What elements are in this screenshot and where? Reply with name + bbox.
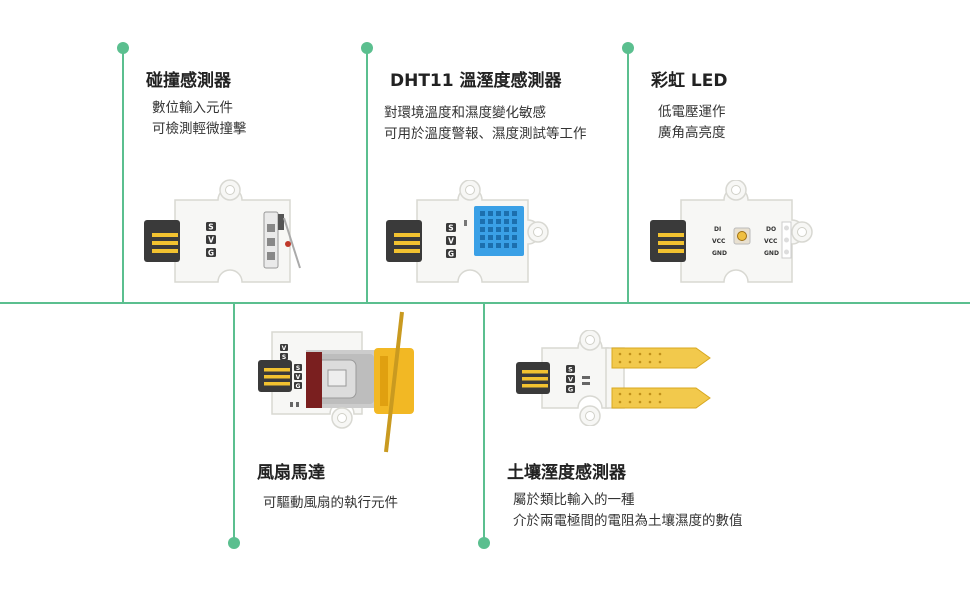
led-pin-di-label: DI [714, 226, 721, 233]
collision-sensor-description: 數位輸入元件 可檢測輕微撞擊 [152, 98, 247, 140]
collision-sensor-title: 碰撞感測器 [146, 71, 231, 91]
dht11-sensor-title: DHT11 溫溼度感測器 [390, 71, 562, 91]
led-pin-gnd-out-label: GND [764, 250, 779, 257]
led-module-description: 低電壓運作 廣角高亮度 [658, 102, 726, 144]
fan-desc-line-1: 可驅動風扇的執行元件 [263, 495, 398, 511]
soil-moisture-description: 屬於類比輸入的一種 介於兩電極間的電阻為土壤濕度的數值 [513, 490, 743, 532]
soil-desc-line-2: 介於兩電極間的電阻為土壤濕度的數值 [513, 513, 743, 529]
soil-moisture-module: S V G [516, 330, 711, 426]
led-module-title: 彩虹 LED [651, 71, 728, 91]
timeline-horizontal-line [0, 302, 970, 304]
timeline-dot-collision [117, 42, 129, 54]
timeline-dot-fan [228, 537, 240, 549]
connector-line-soil [483, 304, 485, 544]
dht11-desc-line-2: 可用於溫度警報、濕度測試等工作 [384, 126, 587, 142]
collision-desc-line-1: 數位輸入元件 [152, 100, 233, 116]
fan-pin-g-label: G [296, 383, 301, 390]
dht11-sensor-description: 對環境溫度和濕度變化敏感 可用於溫度警報、濕度測試等工作 [384, 103, 587, 145]
timeline-dot-led [622, 42, 634, 54]
led-pin-vcc-label: VCC [712, 238, 726, 245]
collision-pin-s-label: S [208, 223, 213, 232]
fan-motor-description: 可驅動風扇的執行元件 [263, 493, 398, 514]
led-pin-do-label: DO [766, 226, 776, 233]
timeline-dot-dht11 [361, 42, 373, 54]
collision-pin-v-label: V [208, 236, 214, 245]
soil-pin-g-label: G [568, 386, 573, 394]
connector-line-led [627, 48, 629, 302]
led-pin-vcc-out-label: VCC [764, 238, 778, 245]
dht11-pin-g-label: G [448, 250, 454, 259]
soil-moisture-title: 土壤溼度感測器 [507, 463, 626, 483]
soil-pin-v-label: V [568, 376, 573, 384]
fan-pin-s-label: S [296, 365, 300, 372]
dht11-desc-line-1: 對環境溫度和濕度變化敏感 [384, 105, 546, 121]
collision-desc-line-2: 可檢測輕微撞擊 [152, 121, 247, 137]
connector-line-collision [122, 48, 124, 302]
dht11-sensor-module: S V G [386, 180, 549, 283]
fan-top-v-label: V [282, 345, 287, 352]
fan-top-s-label: S [282, 354, 286, 361]
fan-pin-v-label: V [296, 374, 301, 381]
soil-pin-s-label: S [568, 366, 573, 374]
dht11-pin-s-label: S [448, 224, 453, 233]
led-module: DI VCC GND DO VCC GND [650, 180, 813, 283]
timeline-dot-soil [478, 537, 490, 549]
led-pin-gnd-label: GND [712, 250, 727, 257]
connector-line-fan [233, 304, 235, 544]
collision-pin-g-label: G [208, 249, 214, 258]
led-desc-line-2: 廣角高亮度 [658, 125, 726, 141]
connector-line-dht11 [366, 48, 368, 302]
fan-motor-module: V S S V G [258, 311, 414, 453]
fan-motor-title: 風扇馬達 [257, 463, 325, 483]
soil-desc-line-1: 屬於類比輸入的一種 [513, 492, 635, 508]
dht11-pin-v-label: V [448, 237, 454, 246]
led-desc-line-1: 低電壓運作 [658, 104, 726, 120]
collision-sensor-module: S V G [144, 179, 301, 283]
